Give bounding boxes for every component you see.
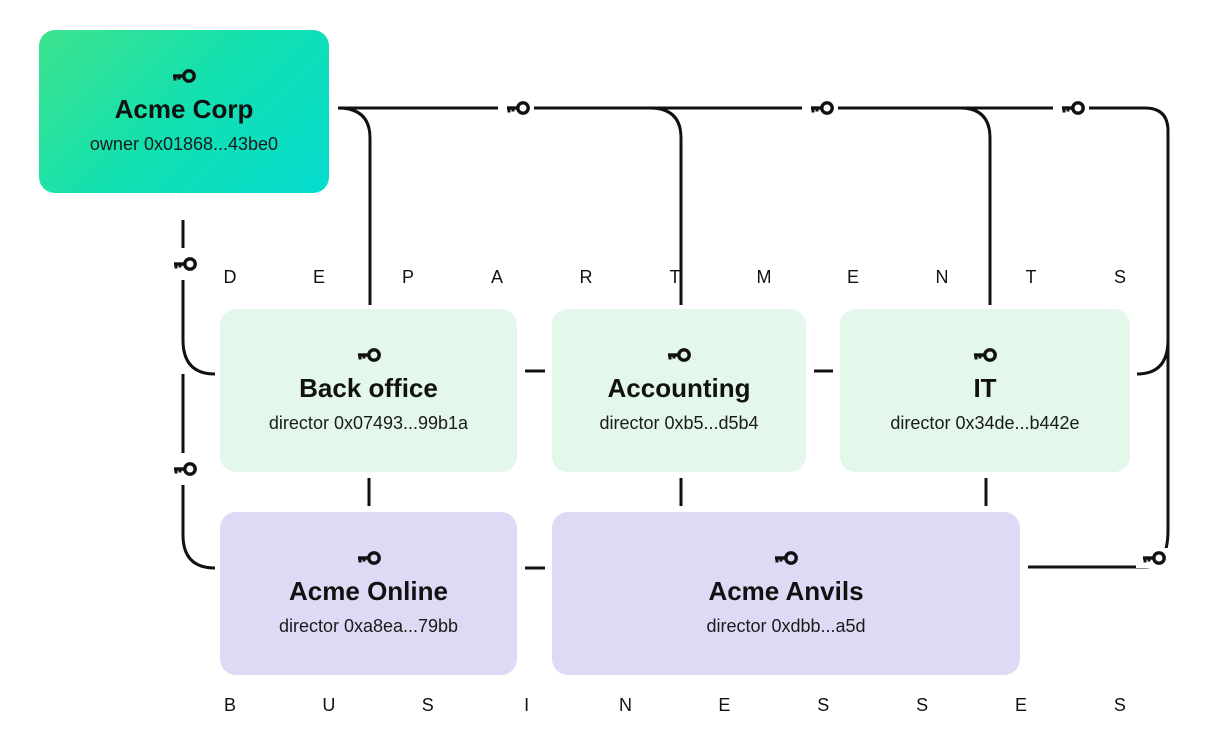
department-subtitle: director 0x07493...99b1a (268, 412, 469, 433)
key-icon (171, 68, 196, 83)
business-card-acme-online[interactable]: Acme Online director 0xa8ea...79bb (220, 512, 517, 675)
owner-title: Acme Corp (114, 93, 254, 124)
business-title: Acme Online (289, 575, 448, 606)
department-subtitle: director 0x34de...b442e (890, 412, 1080, 433)
department-title: Back office (299, 372, 438, 403)
business-title: Acme Anvils (708, 575, 864, 606)
key-icon (169, 453, 197, 485)
business-card-acme-anvils[interactable]: Acme Anvils director 0xdbb...a5d (552, 512, 1020, 675)
key-icon (498, 99, 534, 117)
key-icon (1136, 548, 1168, 568)
owner-subtitle: owner 0x01868...43be0 (89, 133, 279, 154)
department-title: Accounting (607, 372, 751, 403)
department-card-accounting[interactable]: Accounting director 0xb5...d5b4 (552, 309, 806, 472)
key-icon (355, 347, 381, 362)
line-key-icons (169, 99, 1168, 568)
department-title: IT (973, 372, 997, 403)
key-icon (1053, 99, 1089, 117)
key-icon (802, 99, 838, 117)
department-card-back-office[interactable]: Back office director 0x07493...99b1a (220, 309, 517, 472)
key-icon (666, 347, 691, 362)
owner-card[interactable]: Acme Corp owner 0x01868...43be0 (39, 30, 329, 193)
key-icon (169, 248, 197, 280)
key-icon (355, 550, 381, 565)
department-subtitle: director 0xb5...d5b4 (599, 412, 759, 433)
key-icon (773, 550, 798, 565)
business-subtitle: director 0xdbb...a5d (706, 615, 866, 636)
department-card-it[interactable]: IT director 0x34de...b442e (840, 309, 1130, 472)
key-icon (972, 347, 997, 362)
business-subtitle: director 0xa8ea...79bb (278, 615, 459, 636)
